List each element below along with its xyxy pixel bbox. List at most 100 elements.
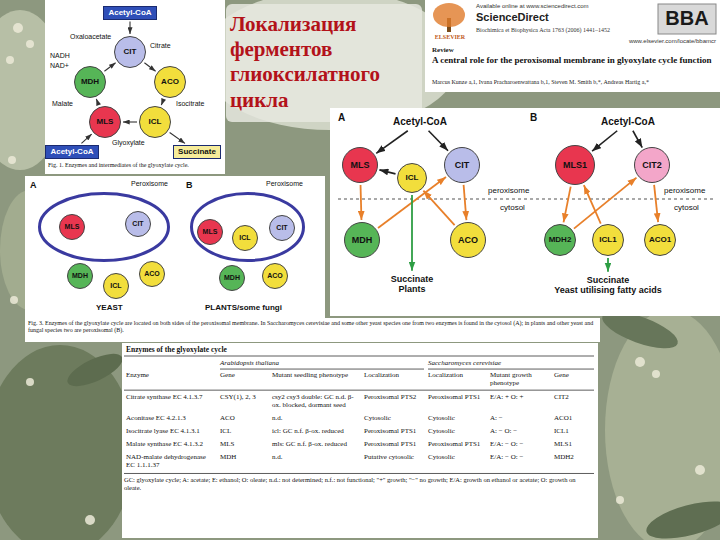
compartment-label: cytosol	[674, 203, 699, 212]
node-text: MDH	[224, 274, 240, 282]
node-text: ACO	[267, 272, 283, 280]
enzyme-circle: ICL1	[592, 224, 624, 256]
table-cell: Peroxisomal PTS1	[428, 440, 486, 448]
flower	[8, 156, 16, 164]
metabolite-label: NADH	[50, 52, 70, 60]
panel-letter: A	[30, 180, 37, 190]
table-cell: Peroxisomal PTS2	[364, 393, 424, 401]
figure-caption: Fig. 3. Enzymes of the glyoxylate cycle …	[28, 320, 596, 334]
node-text: CIT	[124, 47, 137, 56]
enzyme-circle: CIT	[114, 36, 146, 68]
metabolite-node: Acetyl-CoA	[599, 115, 657, 129]
table-cell: Cytosolic	[428, 453, 486, 461]
journal-header-text: Available online at www.sciencedirect.co…	[476, 3, 589, 10]
enzyme-circle: MLS	[197, 219, 223, 245]
node-text: MLS	[203, 228, 218, 236]
node-text: ICL	[406, 173, 419, 182]
node-text: MLS	[65, 223, 80, 231]
enzyme-circle: ACO	[139, 261, 165, 287]
caption-panel	[25, 318, 600, 342]
table-cell: A: −	[490, 414, 550, 422]
metabolite-label: NAD+	[50, 62, 69, 70]
flower	[616, 496, 624, 504]
table-header: Mutant seedling phenotype	[272, 371, 360, 379]
node-text: ICL	[110, 282, 121, 290]
reaction-arrow	[633, 131, 642, 148]
enzyme-circle: ICL	[397, 163, 427, 193]
table-cell: Cytosolic	[364, 414, 424, 422]
table-cell: E/A: + O: +	[490, 393, 550, 401]
table-cell: ACO	[220, 414, 268, 422]
table-cell: MDH2	[554, 453, 592, 461]
journal-header-text: www.elsevier.com/locate/bbamcr	[600, 38, 716, 45]
node-text: MDH2	[549, 235, 572, 244]
enzyme-circle: ICL	[103, 273, 129, 299]
reaction-arrow	[170, 132, 185, 143]
table-cell: Peroxisomal PTS1	[364, 440, 424, 448]
node-text: Succinate	[587, 275, 630, 285]
node-text: MLS	[97, 117, 114, 126]
reaction-arrow	[81, 134, 91, 143]
node-text: Succinate	[391, 274, 434, 284]
reaction-arrow	[104, 63, 115, 71]
enzyme-circle: ICL	[139, 106, 171, 138]
reaction-arrow	[96, 99, 98, 105]
reaction-arrow	[654, 185, 658, 222]
node-text: Plants	[398, 284, 425, 294]
table-rule	[428, 369, 594, 370]
flower	[26, 378, 34, 386]
compartment-label: peroxisome	[488, 186, 529, 195]
table-cell: Peroxisomal PTS1	[364, 427, 424, 435]
metabolite-label: Glyoxylate	[112, 139, 145, 147]
node-text: CIT	[132, 220, 143, 228]
table-cell: Aconitase EC 4.2.1.3	[126, 414, 216, 422]
table-cell: mls: GC n.f. β-ox. reduced	[272, 440, 360, 448]
compartment-label: peroxisome	[664, 186, 705, 195]
table-cell: Cytosolic	[428, 414, 486, 422]
enzyme-circle: MDH	[219, 265, 245, 291]
table-cell: E/A: − O: −	[490, 440, 550, 448]
table-cell: ICL	[220, 427, 268, 435]
table-cell: csy2 csy3 double: GC n.d. β-ox. blocked,…	[272, 393, 360, 409]
journal-header-text: Marcus Kunze a,1, Ivana Pracharoenwattan…	[432, 79, 716, 86]
table-cell: Citrate synthase EC 4.1.3.7	[126, 393, 216, 401]
enzyme-circle: MLS1	[555, 145, 595, 185]
table-cell: ICL1	[554, 427, 592, 435]
photo-leaf	[0, 345, 135, 540]
enzyme-circle: ACO	[450, 222, 486, 258]
flower	[652, 370, 660, 378]
node-text: Succinate	[178, 147, 216, 156]
table-rule	[124, 390, 594, 391]
journal-header-text: Biochimica et Biophysica Acta 1763 (2006…	[476, 27, 610, 34]
node-text: ACO	[458, 235, 478, 245]
table-footnote: GC: glyoxylate cycle; A: acetate; E: eth…	[124, 476, 594, 491]
table-header: Mutant growth phenotype	[490, 371, 550, 387]
enzyme-circle: CIT	[444, 147, 480, 183]
node-text: CIT	[276, 224, 287, 232]
metabolite-node: SuccinateYeast utilising fatty acids	[552, 274, 664, 297]
node-text: ICL1	[599, 235, 616, 244]
metabolite-node: Acetyl-CoA	[391, 115, 449, 129]
reaction-arrow	[144, 63, 155, 71]
compartment-label: cytosol	[500, 203, 525, 212]
metabolite-label: Oxaloacetate	[70, 33, 111, 41]
table-header: Enzyme	[126, 371, 216, 379]
node-text: ACO	[144, 270, 160, 278]
reaction-arrow	[607, 258, 609, 272]
flower	[10, 296, 18, 304]
enzyme-circle: ACO	[262, 263, 288, 289]
table-cell: icl: GC n.f. β-ox. reduced	[272, 427, 360, 435]
enzyme-circle: MLS	[59, 214, 85, 240]
table-header: Saccharomyces cerevisiae	[428, 359, 592, 367]
enzyme-circle: ICL	[232, 225, 258, 251]
table-cell: Isocitrate lyase EC 4.1.3.1	[126, 427, 216, 435]
journal-header-text: Review	[432, 46, 454, 54]
reaction-arrow	[376, 131, 408, 154]
photo-leaf	[63, 347, 127, 392]
node-text: Acetyl-CoA	[50, 147, 93, 156]
table-cell: CIT2	[554, 393, 592, 401]
reaction-arrow	[429, 131, 448, 151]
table-cell: CSY(1), 2, 3	[220, 393, 268, 401]
journal-header-text: A central role for the peroxisomal membr…	[432, 55, 716, 65]
table-header: Gene	[220, 371, 268, 379]
